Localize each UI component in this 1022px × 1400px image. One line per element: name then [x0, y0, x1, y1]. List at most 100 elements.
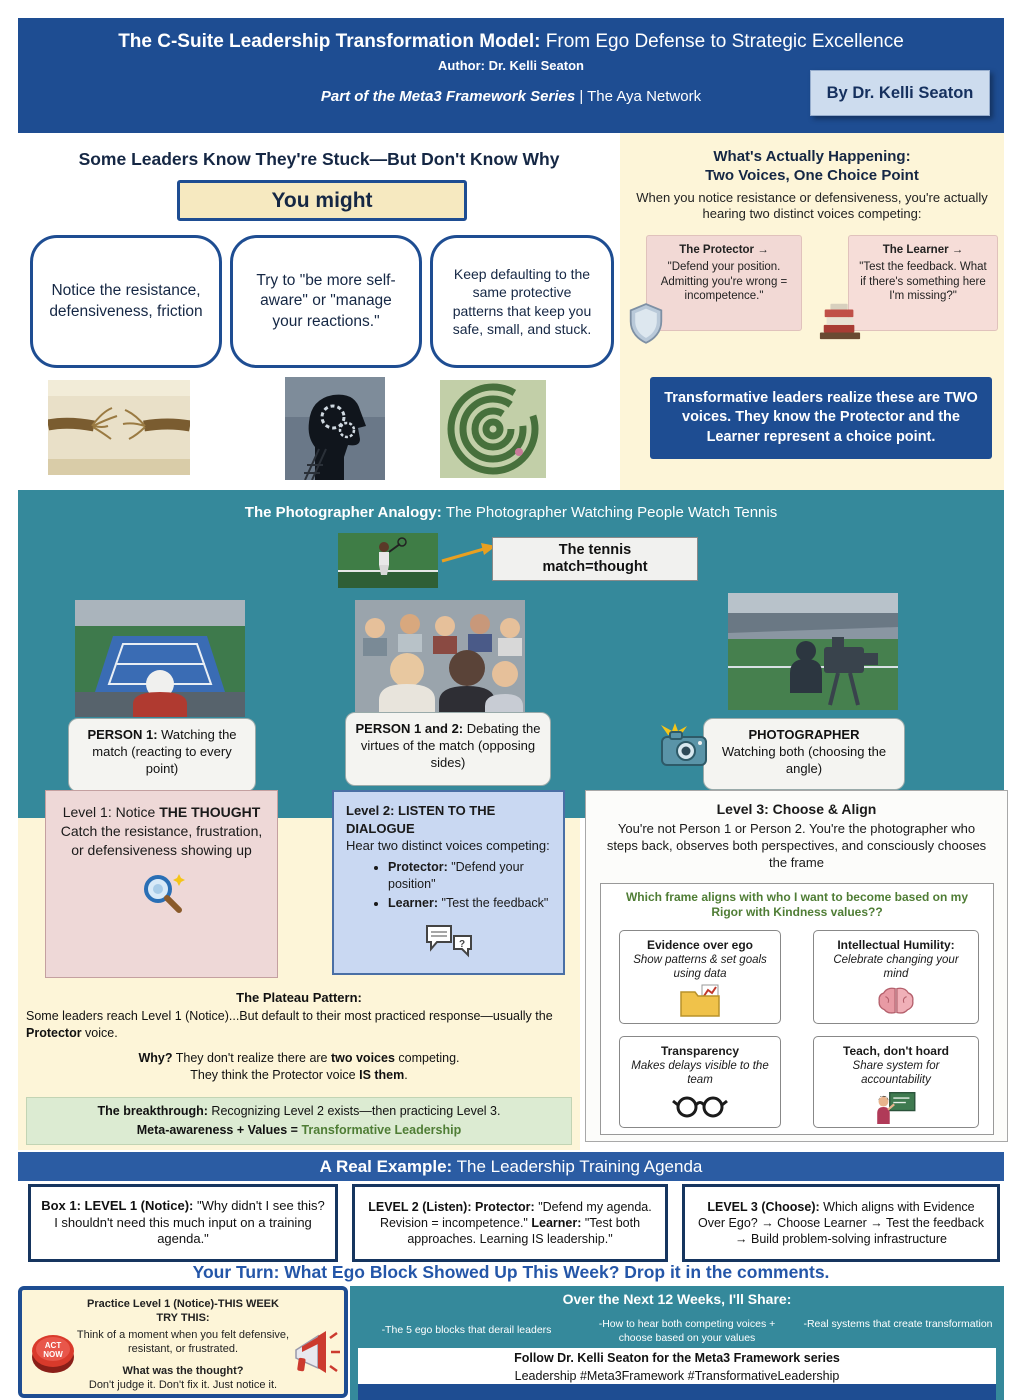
value-teach-title: Teach, don't hoard [843, 1044, 949, 1058]
level2-bullet-list: Protector: "Defend your position" Learne… [346, 859, 551, 913]
stuck-card-defaulting: Keep defaulting to the same protective p… [430, 235, 614, 368]
level2-box: Level 2: LISTEN TO THE DIALOGUE Hear two… [332, 790, 565, 975]
example-level2-box: LEVEL 2 (Listen): Protector: "Defend my … [352, 1184, 668, 1262]
protector-title: The Protector → [679, 244, 769, 256]
value-evidence-title: Evidence over ego [646, 938, 754, 952]
camera-operator-photo [728, 593, 898, 710]
analogy-title-rest: The Photographer Watching People Watch T… [445, 504, 778, 521]
level2-bullet-learner: Learner: "Test the feedback" [388, 895, 551, 912]
level1-body: Catch the resistance, frustration, or de… [60, 822, 263, 858]
analogy-title-bold: The Photographer Analogy: [244, 504, 446, 521]
byline-badge: By Dr. Kelli Seaton [810, 70, 990, 116]
person1-caption-rest: Watching the match (reacting to every po… [92, 727, 237, 776]
happening-intro: When you notice resistance or defensiven… [636, 190, 988, 222]
your-turn-prompt: Your Turn: What Ego Block Showed Up This… [192, 1262, 830, 1282]
level2-bullet-protector: Protector: "Defend your position" [388, 859, 551, 893]
real-example-banner-bold: A Real Example: [319, 1156, 453, 1176]
happening-heading-1: What's Actually Happening: [713, 148, 911, 165]
megaphone-icon [290, 1330, 342, 1376]
stuck-heading: Some Leaders Know They're Stuck—But Don'… [78, 149, 560, 169]
value-evidence-desc: Show patterns & set goals using data [633, 954, 767, 981]
plateau-paragraph-1: Some leaders reach Level 1 (Notice)...Bu… [26, 1009, 553, 1040]
head-with-gears-photo [285, 377, 385, 480]
breakthrough-line-1: The breakthrough: Recognizing Level 2 ex… [97, 1104, 501, 1118]
books-icon [818, 300, 862, 342]
plateau-paragraph-3: They think the Protector voice IS them. [190, 1068, 408, 1082]
analogy-title: The Photographer Analogy: The Photograph… [18, 504, 1004, 521]
spectator-photo [75, 600, 245, 717]
learner-title: The Learner → [882, 244, 964, 256]
series-line: Part of the Meta3 Framework Series | The… [18, 88, 1004, 105]
happening-section: What's Actually Happening: Two Voices, O… [620, 133, 1004, 490]
breakthrough-box: The breakthrough: Recognizing Level 2 ex… [26, 1097, 572, 1145]
weeks-item-systems: -Real systems that create transformation [803, 1318, 993, 1330]
practice-line-2: Don't judge it. Don't fix it. Just notic… [88, 1379, 278, 1392]
value-card-transparency: Transparency Makes delays visible to the… [619, 1036, 781, 1128]
practice-line-1: Think of a moment when you felt defensiv… [76, 1328, 290, 1355]
photographer-caption-rest: Watching both (choosing the angle) [721, 743, 887, 776]
learner-box: The Learner → "Test the feedback. What i… [848, 235, 998, 331]
level3-body: You're not Person 1 or Person 2. You're … [606, 821, 987, 870]
next-12-weeks-section: Over the Next 12 Weeks, I'll Share: -The… [350, 1286, 1004, 1400]
you-might-box: You might [177, 180, 467, 221]
chart-folder-icon [680, 984, 720, 1017]
stuck-card-self-aware: Try to "be more self-aware" or "manage y… [230, 235, 422, 368]
tennis-match-label: The tennis match=thought [492, 537, 698, 581]
level2-heading: Level 2: LISTEN TO THE DIALOGUE [346, 803, 496, 836]
person1and2-caption: PERSON 1 and 2: Debating the virtues of … [345, 712, 551, 786]
act-now-button-icon: ACT NOW [28, 1326, 78, 1376]
transformative-callout: Transformative leaders realize these are… [650, 377, 992, 459]
frame-question: Which frame aligns with who I want to be… [625, 890, 969, 919]
weeks-heading: Over the Next 12 Weeks, I'll Share: [562, 1291, 792, 1307]
page-title-rest: From Ego Defense to Strategic Excellence [540, 31, 904, 52]
level3-heading: Level 3: Choose & Align [716, 801, 877, 817]
follow-line: Follow Dr. Kelli Seaton for the Meta3 Fr… [514, 1351, 840, 1365]
person1-caption-bold: PERSON 1: [87, 727, 158, 742]
level1-box: Level 1: Notice THE THOUGHT Catch the re… [45, 790, 278, 978]
protector-box: The Protector → "Defend your position. A… [646, 235, 802, 331]
series-network: | The Aya Network [575, 88, 702, 105]
tennis-label-line2: match=thought [542, 559, 648, 575]
learner-quote: "Test the feedback. What if there's some… [859, 261, 987, 303]
shield-icon [628, 302, 664, 344]
practice-box: Practice Level 1 (Notice)-THIS WEEK TRY … [18, 1286, 348, 1398]
tennis-player-photo [338, 533, 438, 588]
page-title: The C-Suite Leadership Transformation Mo… [18, 18, 1004, 53]
value-card-evidence: Evidence over ego Show patterns & set go… [619, 930, 781, 1024]
value-card-humility: Intellectual Humility: Celebrate changin… [813, 930, 979, 1024]
photographer-caption-bold: PHOTOGRAPHER [748, 727, 860, 742]
header: The C-Suite Leadership Transformation Mo… [18, 18, 1004, 133]
maze-photo [440, 380, 546, 478]
teacher-icon [877, 1091, 916, 1124]
glasses-icon [672, 1096, 728, 1118]
real-example-banner-rest: The Leadership Training Agenda [452, 1156, 703, 1176]
happening-heading-2: Two Voices, One Choice Point [705, 167, 919, 184]
weeks-item-voices: -How to hear both competing voices + cho… [598, 1318, 776, 1344]
level3-box: Level 3: Choose & Align You're not Perso… [585, 790, 1008, 1142]
level1-heading: Level 1: Notice THE THOUGHT [62, 804, 261, 820]
photographer-analogy-section: The Photographer Analogy: The Photograph… [18, 490, 1004, 818]
practice-question: What was the thought? [122, 1365, 244, 1378]
magnifying-glass-icon [143, 873, 185, 913]
value-card-teach: Teach, don't hoard Share system for acco… [813, 1036, 979, 1128]
value-humility-title: Intellectual Humility: [837, 938, 955, 952]
series-name: Part of the Meta3 Framework Series [320, 88, 576, 105]
value-teach-desc: Share system for accountability [852, 1060, 940, 1087]
value-transparency-desc: Makes delays visible to the team [631, 1060, 769, 1087]
author-line: Author: Dr. Kelli Seaton [438, 58, 584, 73]
speech-bubbles-icon: ? [425, 925, 472, 958]
real-example-banner: A Real Example: The Leadership Training … [18, 1152, 1004, 1181]
plateau-heading: The Plateau Pattern: [236, 990, 362, 1005]
breakthrough-line-2: Meta-awareness + Values = Transformative… [136, 1122, 462, 1137]
footer-strip [358, 1384, 996, 1400]
svg-text:?: ? [458, 939, 464, 950]
stuck-section: Some Leaders Know They're Stuck—But Don'… [18, 133, 620, 490]
plateau-paragraph-2: Why? They don't realize there are two vo… [138, 1051, 460, 1065]
page-title-bold: The C-Suite Leadership Transformation Mo… [118, 31, 541, 52]
camera-flash-icon [658, 722, 710, 768]
svg-text:NOW: NOW [43, 1350, 63, 1359]
value-transparency-title: Transparency [660, 1044, 740, 1058]
brain-icon [878, 987, 914, 1014]
example-level1-box: Box 1: LEVEL 1 (Notice): "Why didn't I s… [28, 1184, 338, 1262]
